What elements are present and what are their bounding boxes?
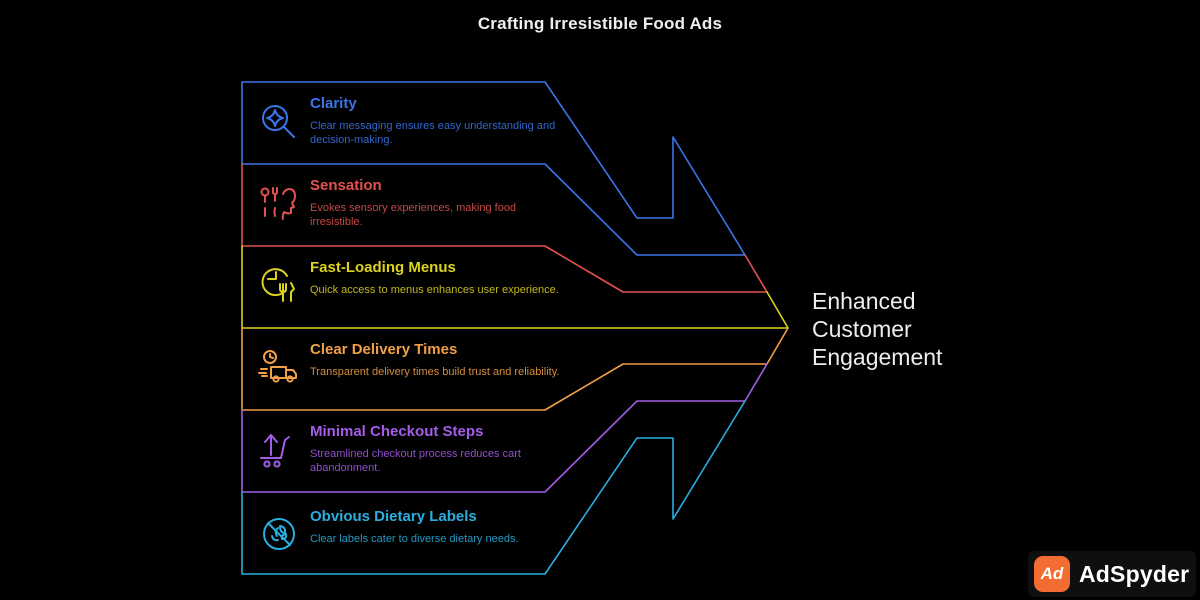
taste-head-utensils-icon <box>256 181 302 227</box>
band-title: Fast-Loading Menus <box>310 259 456 276</box>
band-description: Clear labels cater to diverse dietary ne… <box>310 533 519 545</box>
cart-up-arrow-icon <box>256 427 302 473</box>
band-description: Clear messaging ensures easy understandi… <box>310 120 556 146</box>
delivery-truck-clock-icon <box>256 345 302 391</box>
band-description: Quick access to menus enhances user expe… <box>310 284 559 296</box>
page-title: Crafting Irresistible Food Ads <box>477 14 723 33</box>
band-outline-minimal-checkout-steps <box>241 363 768 493</box>
band-outline-clarity <box>241 81 746 256</box>
band-title: Clarity <box>310 95 357 112</box>
clock-utensils-icon <box>256 263 302 309</box>
adspyder-brand-name: AdSpyder <box>1079 560 1190 587</box>
band-description: Transparent delivery times build trust a… <box>310 366 560 378</box>
adspyder-logo: Ad AdSpyder <box>1028 551 1196 597</box>
band-outline-sensation <box>241 163 768 293</box>
dietary-label-crossed-icon <box>256 512 302 558</box>
band-outline-clear-delivery-times <box>241 327 789 411</box>
band-title: Minimal Checkout Steps <box>310 423 484 440</box>
band-title: Obvious Dietary Labels <box>310 508 477 525</box>
band-description: Streamlined checkout process reduces car… <box>310 448 521 474</box>
band-title: Sensation <box>310 177 382 194</box>
outcome-label: Enhanced Customer Engagement <box>812 288 943 370</box>
band-outline-obvious-dietary-labels <box>241 400 746 575</box>
magnifier-sparkle-icon <box>256 99 302 145</box>
band-title: Clear Delivery Times <box>310 341 458 358</box>
adspyder-logo-icon: Ad <box>1034 556 1070 592</box>
band-description: Evokes sensory experiences, making food … <box>310 202 517 228</box>
